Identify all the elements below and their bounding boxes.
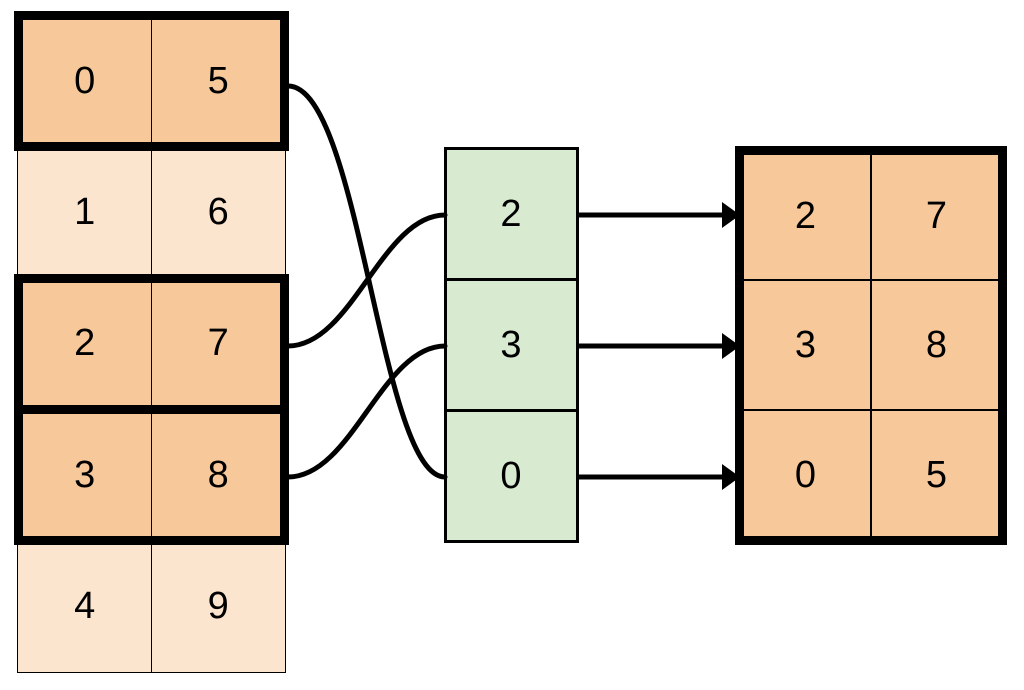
table-cell: 4: [17, 539, 153, 673]
connector-curve-row2: [285, 212, 448, 349]
index-array-column: 2 3 0: [443, 146, 579, 543]
table-cell: 0: [17, 14, 153, 148]
arrow-index-0-to-result-0: [578, 202, 740, 228]
index-cell: 3: [443, 277, 579, 412]
table-cell: 1: [17, 145, 153, 279]
result-array-table: 2 7 3 8 0 5: [738, 149, 1004, 541]
arrow-index-2-to-result-2: [578, 464, 740, 490]
table-cell: 2: [17, 276, 153, 410]
index-cell: 2: [443, 146, 579, 281]
source-array-table: 0 5 1 6 2 7 3 8 4 9: [17, 14, 286, 673]
table-cell: 8: [150, 408, 286, 542]
arrow-index-1-to-result-1: [578, 333, 740, 359]
table-cell: 5: [869, 409, 1004, 541]
table-cell: 3: [738, 279, 873, 412]
connector-curve-row3: [285, 343, 448, 480]
table-cell: 5: [150, 14, 286, 148]
table-cell: 3: [17, 408, 153, 542]
table-cell: 9: [150, 539, 286, 673]
